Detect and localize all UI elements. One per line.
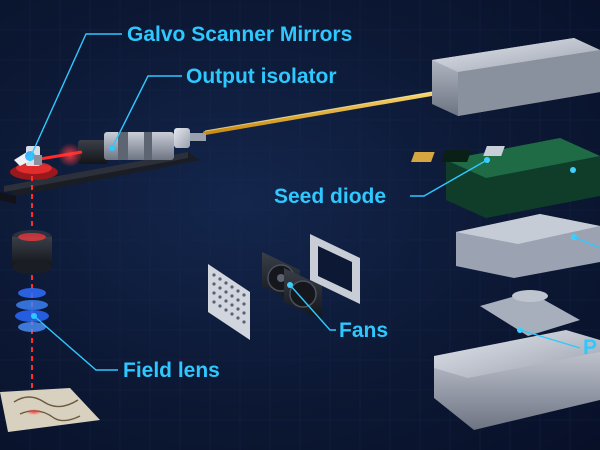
lens-icon bbox=[12, 230, 52, 332]
thermal-pad bbox=[480, 290, 580, 336]
fan-frame bbox=[310, 234, 360, 304]
callout-galvo: Galvo Scanner Mirrors bbox=[127, 23, 353, 46]
callout-fans: Fans bbox=[339, 319, 389, 342]
callout-field-lens: Field lens bbox=[123, 359, 220, 382]
isolator-icon bbox=[78, 128, 206, 164]
leader-dots bbox=[27, 145, 115, 319]
fan-icon bbox=[262, 252, 322, 320]
circuit-board-icon bbox=[411, 138, 600, 218]
callout-seed-diode: Seed diode bbox=[274, 185, 387, 208]
scanner-base bbox=[0, 152, 200, 204]
shield-plate bbox=[456, 214, 600, 278]
callout-partial: P bbox=[583, 336, 598, 359]
fan-grill bbox=[208, 264, 250, 340]
engraving-plate bbox=[0, 388, 100, 432]
top-cover bbox=[432, 38, 600, 116]
callout-isolator: Output isolator bbox=[186, 65, 337, 88]
galvo-mirror-icon bbox=[10, 146, 58, 180]
base-chassis bbox=[434, 330, 600, 430]
leader-lines bbox=[29, 33, 600, 371]
